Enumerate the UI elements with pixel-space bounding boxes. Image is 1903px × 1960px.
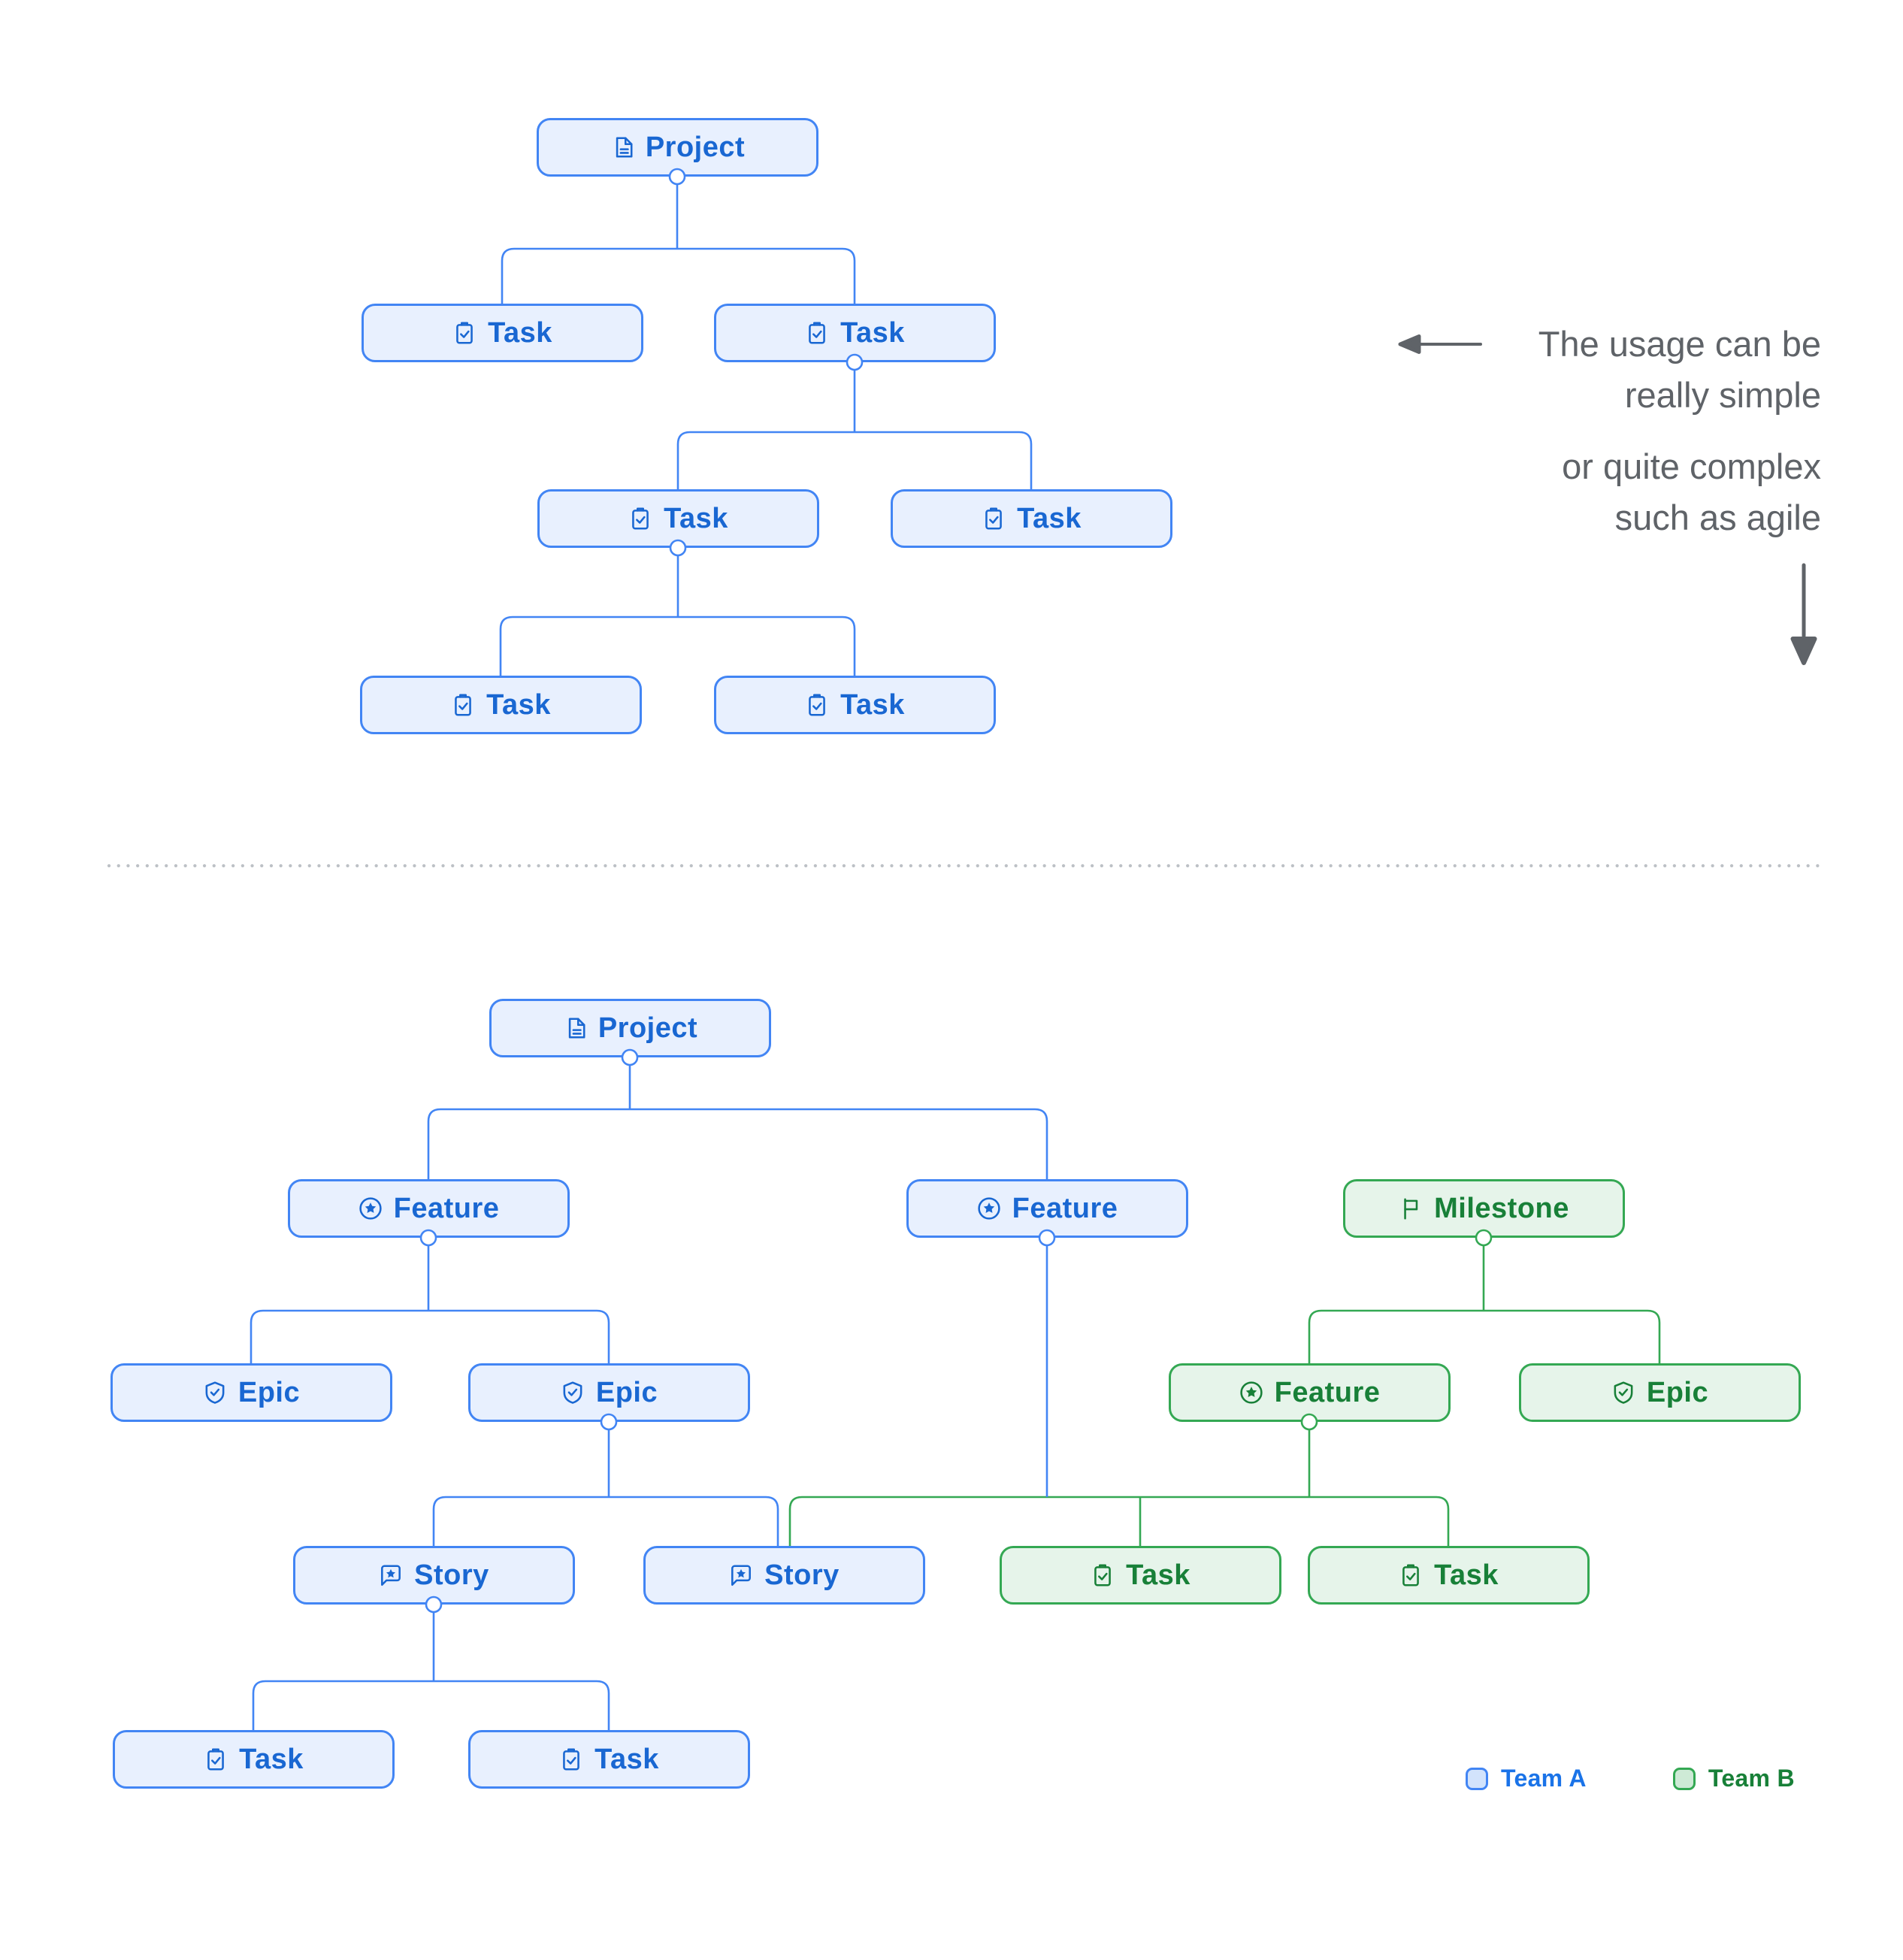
node-task: Task xyxy=(999,1546,1281,1605)
epic-icon xyxy=(560,1380,585,1405)
task-icon xyxy=(981,506,1006,531)
node-task: Task xyxy=(537,489,819,548)
story-icon xyxy=(378,1562,404,1588)
task-icon xyxy=(1398,1562,1423,1588)
node-label: Project xyxy=(598,1012,698,1044)
node-project: Project xyxy=(536,118,818,177)
node-label: Epic xyxy=(1646,1376,1709,1408)
node-label: Feature xyxy=(1012,1192,1118,1224)
team-b-label: Team B xyxy=(1708,1765,1795,1792)
node-feature: Feature xyxy=(287,1179,570,1238)
node-label: Task xyxy=(486,688,551,721)
task-icon xyxy=(1090,1562,1115,1588)
node-label: Task xyxy=(840,688,905,721)
node-task: Task xyxy=(713,676,996,734)
annotation-line: such as agile xyxy=(1614,498,1821,537)
feature-icon xyxy=(1239,1380,1264,1405)
node-feature: Feature xyxy=(906,1179,1188,1238)
task-icon xyxy=(804,692,830,718)
epic-icon xyxy=(202,1380,228,1405)
feature-icon xyxy=(358,1196,383,1221)
node-epic: Epic xyxy=(467,1363,750,1422)
node-feature: Feature xyxy=(1168,1363,1451,1422)
node-task: Task xyxy=(890,489,1172,548)
project-icon xyxy=(610,135,635,160)
node-label: Feature xyxy=(393,1192,500,1224)
milestone-icon xyxy=(1398,1196,1423,1221)
team-b-swatch xyxy=(1672,1767,1696,1790)
legend-item-team-b: Team B xyxy=(1672,1765,1795,1792)
annotation-simple-text: The usage can be really simple xyxy=(1538,319,1821,421)
task-icon xyxy=(628,506,653,531)
node-task: Task xyxy=(713,304,996,362)
story-icon xyxy=(728,1562,754,1588)
epic-icon xyxy=(1611,1380,1636,1405)
node-story: Story xyxy=(292,1546,575,1605)
node-label: Task xyxy=(1434,1559,1499,1591)
task-icon xyxy=(203,1747,228,1772)
legend: Team A Team B xyxy=(1466,1765,1795,1792)
team-a-swatch xyxy=(1466,1767,1488,1790)
legend-item-team-a: Team A xyxy=(1466,1765,1587,1792)
node-epic: Epic xyxy=(110,1363,392,1422)
node-task: Task xyxy=(359,676,642,734)
task-icon xyxy=(450,692,476,718)
annotation-line: The usage can be xyxy=(1538,324,1821,364)
annotation-line: or quite complex xyxy=(1562,446,1821,486)
node-label: Milestone xyxy=(1434,1192,1569,1224)
node-task: Task xyxy=(112,1730,395,1789)
node-label: Task xyxy=(1126,1559,1191,1591)
task-icon xyxy=(804,320,830,346)
node-label: Task xyxy=(488,316,552,349)
node-label: Story xyxy=(764,1559,840,1591)
node-label: Task xyxy=(239,1743,304,1775)
node-label: Story xyxy=(414,1559,489,1591)
project-icon xyxy=(562,1015,588,1041)
node-task: Task xyxy=(1307,1546,1590,1605)
node-label: Task xyxy=(840,316,905,349)
node-label: Epic xyxy=(595,1376,658,1408)
node-project: Project xyxy=(489,999,771,1057)
node-label: Task xyxy=(1017,502,1082,534)
node-label: Task xyxy=(664,502,728,534)
node-label: Task xyxy=(594,1743,659,1775)
node-story: Story xyxy=(643,1546,925,1605)
task-icon xyxy=(452,320,477,346)
node-label: Project xyxy=(645,131,746,163)
node-label: Feature xyxy=(1274,1376,1381,1408)
node-epic: Epic xyxy=(1518,1363,1801,1422)
node-task: Task xyxy=(361,304,643,362)
node-milestone: Milestone xyxy=(1342,1179,1625,1238)
feature-icon xyxy=(976,1196,1002,1221)
annotation-complex-text: or quite complex such as agile xyxy=(1562,441,1821,543)
team-a-label: Team A xyxy=(1501,1765,1587,1792)
annotation-line: really simple xyxy=(1624,375,1821,415)
node-task: Task xyxy=(467,1730,750,1789)
task-icon xyxy=(558,1747,584,1772)
node-label: Epic xyxy=(237,1376,301,1408)
